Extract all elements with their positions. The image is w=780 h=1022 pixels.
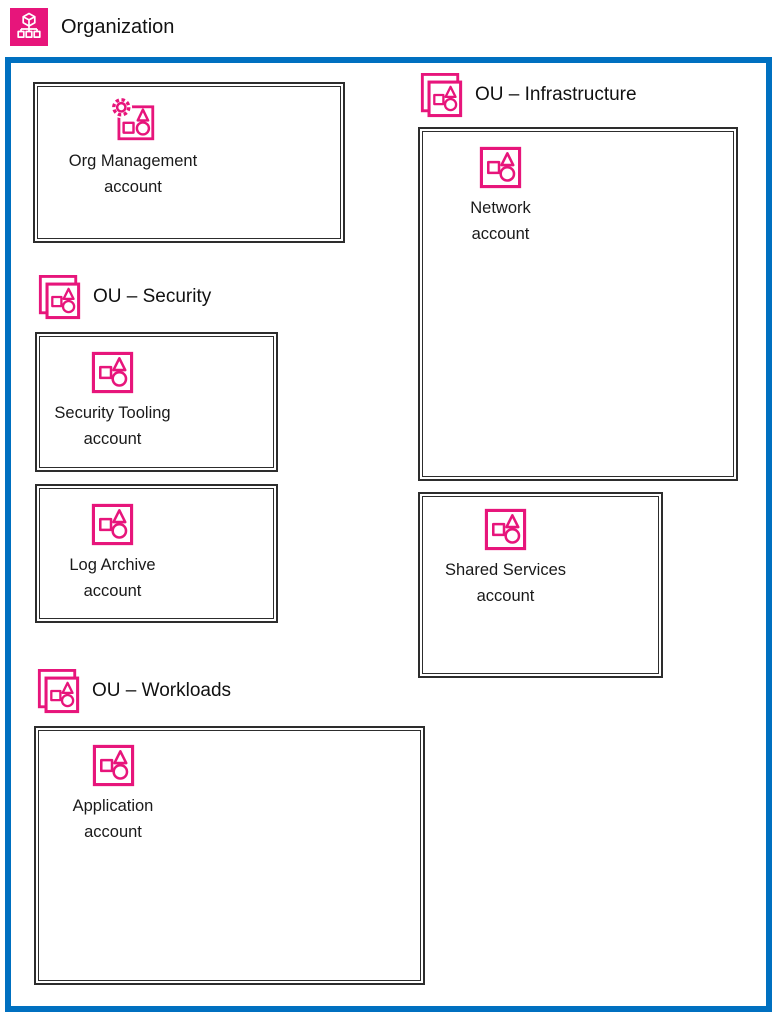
account-label-line2: account — [84, 823, 142, 841]
box-inner-border: Org Management account — [37, 86, 341, 239]
account-label: Log Archive account — [69, 552, 155, 604]
network-account-box: Network account — [418, 127, 738, 481]
account-label-line2: account — [476, 587, 535, 605]
organizational-unit-icon — [37, 274, 81, 320]
page-title: Organization — [61, 15, 175, 38]
ou-workloads-label: OU – Workloads — [36, 668, 231, 714]
account-icon — [478, 145, 523, 190]
ou-infrastructure-label: OU – Infrastructure — [419, 72, 637, 118]
account-label-line2: account — [83, 430, 142, 448]
organizational-unit-icon — [419, 72, 463, 118]
box-inner-border: Log Archive account — [39, 488, 274, 619]
ou-label-text: OU – Security — [93, 286, 212, 307]
log-archive-account-box: Log Archive account — [35, 484, 278, 623]
box-inner-border: Shared Services account — [422, 496, 659, 674]
security-tooling-account-box: Security Tooling account — [35, 332, 278, 472]
shared-services-account-box: Shared Services account — [418, 492, 663, 678]
account-label-line2: account — [471, 225, 530, 243]
account-label: Shared Services account — [445, 557, 566, 609]
ou-security-label: OU – Security — [37, 274, 211, 320]
ou-label-text: OU – Infrastructure — [475, 84, 637, 105]
application-account-box: Application account — [34, 726, 425, 985]
management-account-icon — [109, 96, 157, 143]
account-label-line1: Application — [72, 797, 154, 815]
account-label-line1: Org Management — [68, 152, 198, 170]
account-label-line2: account — [83, 582, 142, 600]
account-label-line1: Shared Services — [444, 561, 567, 579]
header: Organization — [10, 8, 174, 46]
account-label-line1: Network — [470, 199, 531, 217]
aws-organizations-icon — [10, 8, 48, 46]
account-label-line1: Security Tooling — [54, 404, 171, 422]
box-inner-border: Application account — [38, 730, 421, 981]
account-icon — [91, 743, 136, 788]
account-label: Org Management account — [69, 148, 197, 200]
account-label: Network account — [470, 195, 531, 247]
box-inner-border: Security Tooling account — [39, 336, 274, 468]
account-label-line2: account — [104, 178, 162, 196]
account-icon — [90, 502, 135, 547]
account-label-line1: Log Archive — [69, 556, 156, 574]
ou-label-text: OU – Workloads — [92, 680, 232, 701]
organizational-unit-icon — [36, 668, 80, 714]
account-label: Security Tooling account — [54, 400, 170, 452]
organization-boundary — [5, 57, 772, 1012]
account-label: Application account — [73, 793, 154, 845]
account-icon — [483, 507, 528, 552]
org-management-account-box: Org Management account — [33, 82, 345, 243]
box-inner-border: Network account — [422, 131, 734, 477]
account-icon — [90, 350, 135, 395]
